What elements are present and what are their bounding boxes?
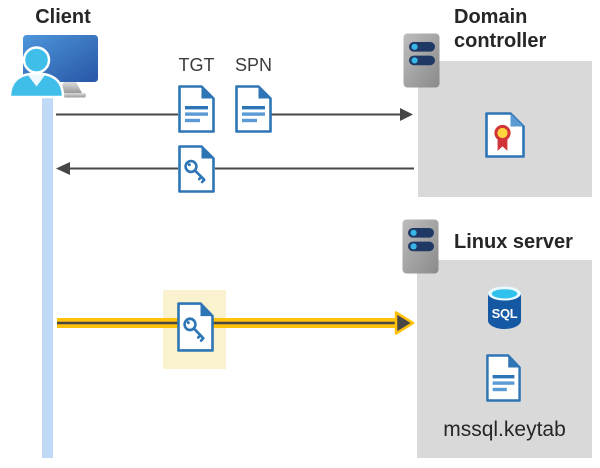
client-user-monitor-icon <box>8 35 98 99</box>
key-ticket-icon <box>178 145 215 193</box>
domain-controller-server-icon <box>403 33 440 88</box>
domain-controller-title: Domain controller <box>454 6 547 52</box>
response-arrowhead-icon <box>56 162 70 175</box>
monitor-stand <box>58 82 82 93</box>
tgt-label: TGT <box>178 55 215 75</box>
key-ticket-highlighted-icon <box>177 302 214 352</box>
tgt-document-icon <box>178 85 215 133</box>
client-lifeline <box>42 88 53 458</box>
auth-request-arrow <box>57 311 415 335</box>
auth-arrowhead-icon <box>394 311 415 335</box>
request-arrowhead-icon <box>400 108 413 121</box>
spn-label: SPN <box>235 55 273 75</box>
linux-server-title: Linux server <box>454 231 573 253</box>
keytab-document-icon <box>486 354 521 402</box>
person-head <box>22 46 51 74</box>
sql-label: SQL <box>492 306 518 321</box>
client-title: Client <box>35 6 91 28</box>
keytab-label: mssql.keytab <box>443 418 566 441</box>
linux-server-icon <box>402 219 439 274</box>
person-collar <box>27 74 46 87</box>
response-arrow <box>56 162 414 175</box>
certificate-icon <box>485 112 525 158</box>
spn-document-icon <box>235 85 272 133</box>
sql-database-icon: SQL <box>488 286 521 329</box>
